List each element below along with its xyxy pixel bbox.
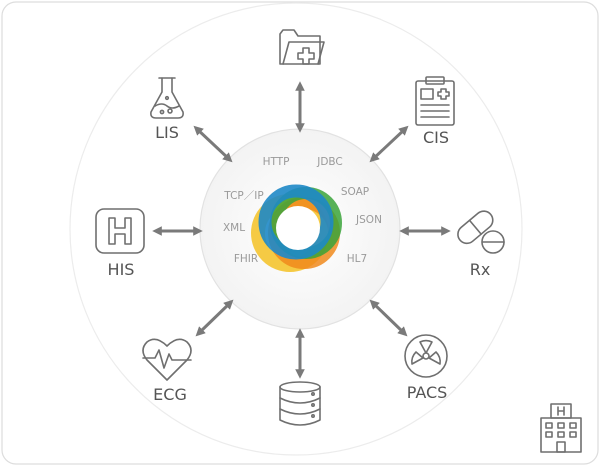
system-label-lis: LIS [155, 123, 179, 142]
protocol-http: HTTP [263, 156, 290, 168]
system-label-cis: CIS [423, 128, 449, 147]
protocol-jdbc: JDBC [316, 156, 343, 168]
system-label-ecg: ECG [153, 385, 187, 404]
system-label-pacs: PACS [407, 383, 448, 402]
clipboard-icon [415, 76, 455, 126]
medical-folder-icon [279, 29, 325, 65]
heart-ecg-icon [142, 338, 192, 381]
system-label-rx: Rx [470, 260, 491, 279]
protocol-json: JSON [355, 214, 382, 226]
protocol-fhir: FHIR [234, 253, 258, 265]
outer-ring [69, 2, 523, 456]
hospital-building-icon [540, 403, 582, 453]
radiation-icon [404, 334, 448, 378]
protocol-soap: SOAP [341, 186, 369, 198]
arrow-lis [193, 125, 233, 163]
connector-arrows [152, 81, 451, 379]
hospital-h-icon [95, 208, 145, 254]
system-label-his: HIS [108, 260, 135, 279]
protocol-xml: XML [223, 222, 245, 234]
protocol-tcpip: TCP／IP [223, 190, 263, 202]
arrow-cis [369, 125, 409, 163]
pill-capsule-icon [457, 210, 505, 254]
center-logo [251, 184, 342, 272]
database-icon [279, 381, 321, 426]
arrow-pacs [369, 299, 408, 337]
arrow-ecg [195, 299, 234, 337]
protocol-labels: HTTP JDBC TCP／IP SOAP XML JSON FHIR HL7 [223, 156, 382, 265]
protocol-hl7: HL7 [347, 253, 367, 265]
lab-flask-icon [150, 77, 184, 119]
